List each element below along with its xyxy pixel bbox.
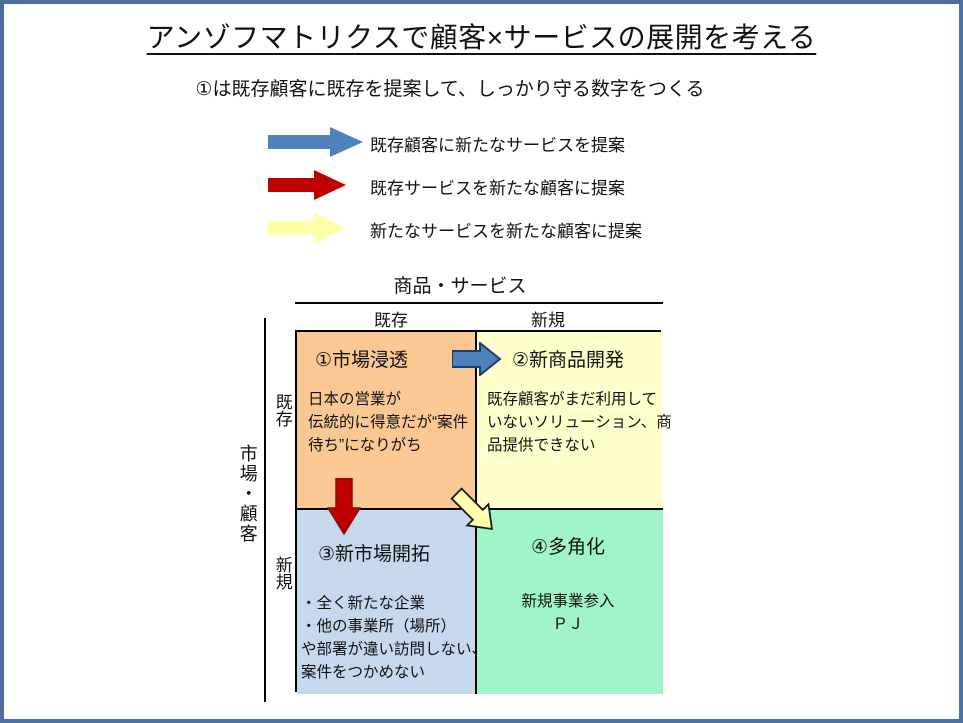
row-label-existing: 既存: [272, 393, 292, 427]
quadrant-diversification: [477, 510, 663, 694]
legend-label: 新たなサービスを新たな顧客に提案: [370, 222, 642, 241]
column-axis-line: [295, 302, 663, 304]
page-subtitle: ①は既存顧客に既存を提案して、しっかり守る数字をつくる: [195, 79, 705, 100]
blue-arrow-shape: [268, 127, 363, 157]
quadrant2-body: 既存顧客がまだ利用して いないソリューション、商 品提供できない: [487, 391, 672, 454]
quadrant-market-penetration: [297, 332, 477, 510]
row-axis-title: 市場・顧客: [237, 444, 258, 544]
quadrant3-body: ・全く新たな企業 ・他の事業所（場所） や部署が違い訪問しない、 案件をつかめな…: [301, 595, 488, 681]
blue-arrow-icon: [268, 127, 363, 157]
legend-label: 既存サービスを新たな顧客に提案: [370, 179, 625, 198]
column-axis-title: 商品・サービス: [393, 276, 527, 297]
quadrant4-title: ④多角化: [530, 537, 606, 558]
quadrant2-title: ②新商品開発: [512, 350, 625, 371]
column-label-existing: 既存: [374, 311, 408, 330]
legend-label: 既存顧客に新たなサービスを提案: [370, 136, 625, 155]
matrix-blue-arrow-shape: [452, 342, 502, 376]
red-arrow-icon: [268, 170, 346, 200]
row-label-new: 新規: [272, 556, 292, 590]
row-axis-line: [264, 318, 266, 702]
matrix-red-arrow-shape: [327, 478, 361, 536]
yellow-arrow-icon: [268, 213, 346, 243]
quadrant-new-market-development: [297, 510, 477, 694]
quadrant1-title: ①市場浸透: [315, 350, 409, 371]
quadrant1-body: 日本の営業が 伝統的に得意だが“案件 待ち”になりがち: [308, 391, 469, 454]
quadrant3-title: ③新市場開拓: [318, 544, 431, 565]
red-arrow-shape: [268, 170, 346, 200]
quadrant4-body: 新規事業参入 ＰＪ: [521, 593, 615, 633]
page-title: アンゾフマトリクスで顧客×サービスの展開を考える: [146, 22, 817, 53]
yellow-arrow-shape: [268, 213, 346, 243]
quadrant-new-product-development: [477, 332, 663, 510]
matrix-blue-arrow-icon: [452, 342, 502, 376]
matrix-yellow-arrow-shape: [450, 487, 494, 531]
ansoff-matrix: [295, 330, 663, 694]
matrix-red-arrow-icon: [327, 478, 361, 536]
matrix-yellow-arrow-icon: [450, 487, 494, 531]
column-label-new: 新規: [531, 311, 565, 330]
